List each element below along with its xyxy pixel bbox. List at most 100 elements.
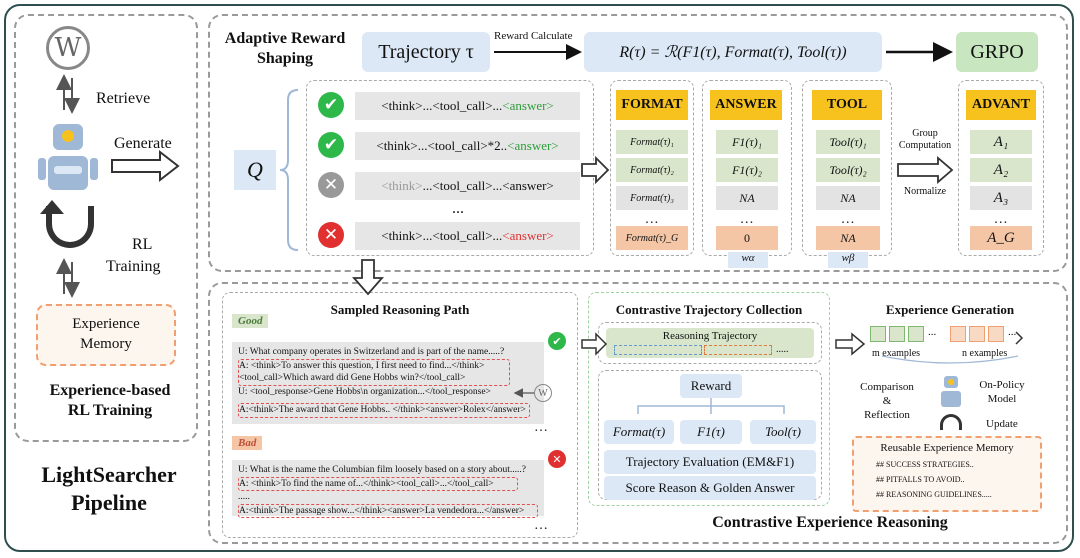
pill-tool: Tool(τ) xyxy=(750,420,816,444)
outer-frame xyxy=(4,4,1074,552)
arrow-to-expgen xyxy=(835,332,866,356)
sampled-path-box xyxy=(222,292,578,538)
arrow-to-ctc xyxy=(581,332,608,356)
bad-answer-3: A:<think>The passage show...</think><ans… xyxy=(238,503,538,518)
advant-cell: … xyxy=(994,212,1008,227)
left-panel xyxy=(14,14,198,442)
reasoning-traj-label: Reasoning Trajectory xyxy=(662,330,758,342)
generate-label: Generate xyxy=(114,135,172,152)
bottom-panel xyxy=(208,282,1068,544)
rem-line-3: ## REASONING GUIDELINES..... xyxy=(876,490,992,499)
top-panel xyxy=(208,14,1068,272)
pipeline-title-2: Pipeline xyxy=(71,490,147,515)
good-answer-2: <tool_call>Which award did Gene Hobbs wi… xyxy=(239,373,466,383)
robot-icon-small xyxy=(936,376,966,412)
update-label: Update xyxy=(986,418,1018,430)
group-label: Group xyxy=(912,128,938,139)
answer-cell: 0 xyxy=(716,226,778,250)
reward-box: Reward xyxy=(680,374,742,398)
cross-gray-icon: ✕ xyxy=(318,172,344,198)
good-answer-1: A: <think>To answer this question, I fir… xyxy=(239,360,485,371)
generate-arrow xyxy=(111,149,180,183)
comparison-label: Comparison & Reflection xyxy=(852,380,922,422)
advant-cell: A₂ xyxy=(970,158,1032,182)
advant-cell: A₃ xyxy=(970,186,1032,210)
traj-good-segment xyxy=(614,345,702,355)
rollout-row: <think>...<tool_call>...<answer> xyxy=(355,92,580,120)
rl-label: RL xyxy=(132,236,153,253)
bad-example: U: What is the name the Columbian film l… xyxy=(232,460,544,518)
good-ellipsis: … xyxy=(534,420,548,435)
good-question: U: What company operates in Switzerland … xyxy=(238,347,505,357)
cross-red-icon: ✕ xyxy=(548,450,566,468)
memory-label-2: Memory xyxy=(80,336,132,352)
onpolicy-text-2: Model xyxy=(987,393,1017,405)
rollout-row: <think>...<tool_call>...<answer> xyxy=(355,222,580,250)
w-alpha-label: wα xyxy=(728,252,768,268)
tool-cell: Tool(τ)₂ xyxy=(816,158,880,182)
check-icon: ✔ xyxy=(548,332,566,350)
n-examples-label: n examples xyxy=(962,348,1008,359)
reward-tree xyxy=(637,398,785,414)
pill-f1: F1(τ) xyxy=(680,420,742,444)
pipeline-title-1: LightSearcher xyxy=(41,462,177,487)
advant-header: ADVANT xyxy=(966,90,1036,120)
good-answer-4: A:<think>The award that Gene Hobbs.. </t… xyxy=(238,403,530,418)
rollout-ellipsis: ... xyxy=(452,200,464,217)
tool-cell: NA xyxy=(816,186,880,210)
advant-cell: A_G xyxy=(970,226,1032,250)
bad-answer-1: A: <think>To find the name of...</think>… xyxy=(238,476,518,491)
pill-format: Format(τ) xyxy=(604,420,674,444)
check-icon: ✔ xyxy=(318,132,344,158)
grpo-box: GRPO xyxy=(956,32,1038,72)
format-cell: Format(τ)₁ xyxy=(616,130,688,154)
answer-cell: F1(τ)₁ xyxy=(716,130,778,154)
experience-memory-box: Experience Memory xyxy=(36,304,176,366)
format-column xyxy=(610,80,694,256)
training-label: Training xyxy=(106,258,161,275)
reusable-memory-box: Reusable Experience Memory ## SUCCESS ST… xyxy=(852,436,1042,512)
retrieve-label: Retrieve xyxy=(96,90,151,107)
query-box: Q xyxy=(234,150,276,190)
arrow-to-scores xyxy=(581,155,610,185)
left-caption-1: Experience-based xyxy=(49,382,171,399)
bad-tag: Bad xyxy=(232,436,263,450)
normalize-label: Normalize xyxy=(903,186,947,197)
format-header: FORMAT xyxy=(616,90,688,120)
adaptive-title-2: Shaping xyxy=(256,50,314,67)
format-cell: … xyxy=(645,212,659,227)
loop-arrow-icon xyxy=(46,206,94,248)
update-loop-icon xyxy=(940,414,962,430)
format-cell: Format(τ)_G xyxy=(616,226,688,250)
advant-cell: A₁ xyxy=(970,130,1032,154)
arrow-to-advant xyxy=(897,156,954,184)
exp-gen-title: Experience Generation xyxy=(885,302,1015,317)
robot-icon xyxy=(38,118,100,198)
good-tag: Good xyxy=(232,314,269,328)
examples-bracket xyxy=(881,355,1019,364)
check-icon: ✔ xyxy=(318,92,344,118)
trajectory-box: Trajectory τ xyxy=(362,32,490,72)
score-reason-box: Score Reason & Golden Answer xyxy=(604,476,816,500)
arrow-down-to-paths xyxy=(352,259,384,296)
tool-cell: NA xyxy=(816,226,880,250)
rem-line-2: ## PITFALLS TO AVOID.. xyxy=(876,475,965,484)
memory-label-1: Experience xyxy=(72,316,140,332)
ctc-title: Contrastive Trajectory Collection xyxy=(615,302,803,317)
traj-bad-segment xyxy=(704,345,772,355)
answer-header: ANSWER xyxy=(710,90,782,120)
format-cell: Format(τ)₃ xyxy=(616,186,688,210)
reasoning-traj-bar xyxy=(606,328,814,358)
chevron-right-icon xyxy=(1015,331,1024,345)
reward-formula-box: R(τ) = ℛ(F1(τ), Format(τ), Tool(τ)) xyxy=(584,32,882,72)
query-bracket xyxy=(279,89,299,251)
answer-cell: … xyxy=(740,212,754,227)
cross-red-icon: ✕ xyxy=(318,222,344,248)
tool-header: TOOL xyxy=(812,90,882,120)
bad-answer-2: ..... xyxy=(238,492,250,502)
answer-cell: NA xyxy=(716,186,778,210)
onpolicy-label: On-Policy Model xyxy=(970,378,1034,406)
rollout-row: <think>...<tool_call>...<answer> xyxy=(355,172,580,200)
wikipedia-icon: W xyxy=(46,26,90,70)
